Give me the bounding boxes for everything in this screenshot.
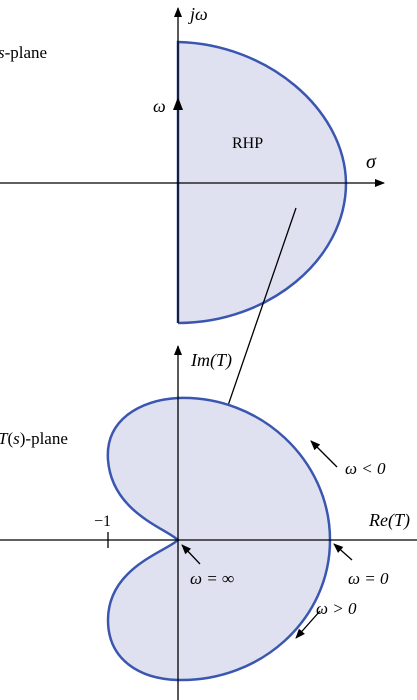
omega-zero-label: ω = 0 (348, 569, 389, 588)
s-plane-imag-axis-label: jω (188, 4, 208, 24)
t-plane-imag-axis-label: Im(T) (190, 350, 232, 371)
s-plane-title: s-plane (0, 43, 47, 62)
omega-zero-pointer (333, 543, 353, 561)
omega-positive-label: ω > 0 (316, 599, 357, 618)
omega-infinity-pointer (181, 544, 201, 565)
minus-one-label: −1 (94, 513, 111, 530)
t-plane-group: T(s)-plane Im(T) Re(T) −1 ω = ∞ ω = 0 ω … (0, 345, 417, 700)
rhp-label: RHP (232, 135, 263, 152)
s-plane-real-axis-label: σ (366, 151, 377, 173)
omega-negative-label: ω < 0 (345, 459, 386, 478)
s-plane-group: s-plane jω σ ω RHP (0, 4, 385, 325)
omega-infinity-label: ω = ∞ (190, 569, 234, 588)
omega-negative-direction-arrow (310, 440, 338, 468)
t-plane-title: T(s)-plane (0, 429, 68, 448)
omega-direction-arrow-icon (173, 97, 183, 110)
t-plane-real-axis-label: Re(T) (368, 510, 410, 531)
s-plane-omega-label: ω (153, 96, 166, 116)
omega-positive-direction-arrow (295, 610, 321, 639)
